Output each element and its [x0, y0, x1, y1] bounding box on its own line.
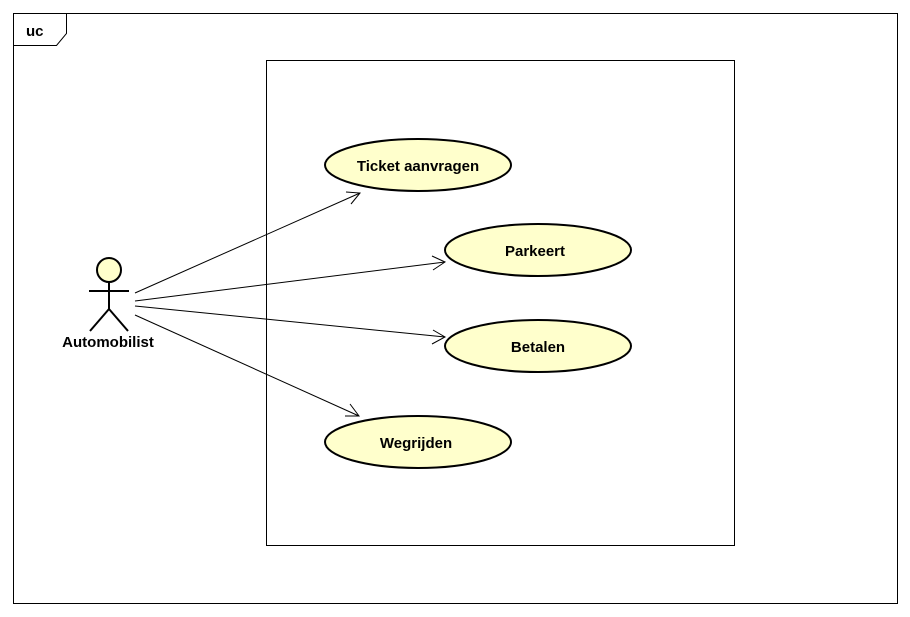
- associations: [134, 191, 447, 417]
- use-case-ellipse: [444, 223, 632, 277]
- use-case-parkeert[interactable]: Parkeert: [444, 223, 632, 277]
- actor-figure-icon: [89, 257, 129, 332]
- actor-label: Automobilist: [62, 334, 154, 351]
- use-case-label: Wegrijden: [380, 435, 452, 452]
- uml-frame: [13, 13, 898, 604]
- association-parkeert[interactable]: [134, 255, 447, 302]
- use-case-label: Betalen: [511, 339, 565, 356]
- actor-automobilist[interactable]: Automobilist: [62, 257, 154, 351]
- use-case-betalen[interactable]: Betalen: [444, 319, 632, 373]
- association-ticket-aanvragen[interactable]: [134, 191, 361, 294]
- use-case-label: Ticket aanvragen: [357, 158, 479, 175]
- association-wegrijden[interactable]: [134, 314, 360, 417]
- uml-frame-tab: [13, 13, 67, 46]
- use-case-wegrijden[interactable]: Wegrijden: [324, 415, 512, 469]
- association-betalen[interactable]: [134, 305, 447, 345]
- uml-frame-label: uc: [26, 23, 44, 40]
- use-case-ellipse: [324, 415, 512, 469]
- use-case-ellipse: [324, 138, 512, 192]
- system-boundary: [266, 60, 735, 546]
- use-case-label: Parkeert: [505, 243, 565, 260]
- use-case-ticket-aanvragen[interactable]: Ticket aanvragen: [324, 138, 512, 192]
- use-case-ellipse: [444, 319, 632, 373]
